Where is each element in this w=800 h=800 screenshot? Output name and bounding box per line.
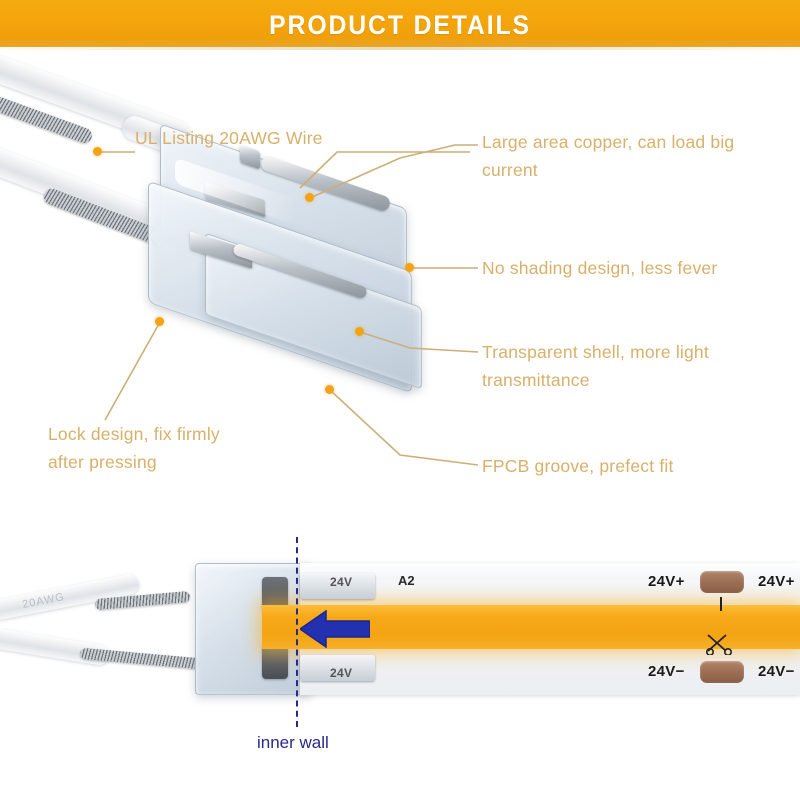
terminal-label-top: 24V <box>330 575 353 589</box>
page-title: PRODUCT DETAILS <box>269 9 531 40</box>
leader-dot-no-shading <box>405 263 414 272</box>
strip-connector-contact-bottom <box>262 643 288 679</box>
strip-connection-photo: 20AWG 24V 24V A2 24V+ 24V+ 24V− 24V− <box>0 525 800 770</box>
voltage-label-positive-right: 24V+ <box>758 573 795 590</box>
callout-ul-listing: UL Listing 20AWG Wire <box>135 128 323 148</box>
leader-dot-copper <box>305 193 314 202</box>
terminal-label-bottom: 24V <box>330 666 353 680</box>
leader-dot-lock-design <box>155 317 164 326</box>
leader-dot-ul-listing <box>93 147 102 156</box>
callout-large-area-copper: Large area copper, can load big current <box>482 132 735 180</box>
strip-terminal-bottom <box>300 655 375 681</box>
strip-wire-lower <box>0 627 111 667</box>
strip-terminal-top <box>300 573 375 599</box>
voltage-label-negative-left: 24V− <box>648 663 685 680</box>
voltage-label-negative-right: 24V− <box>758 663 795 680</box>
callout-lock-design: Lock design, fix firmly after pressing <box>48 424 220 472</box>
strip-wire-lower-braid <box>79 647 201 670</box>
solder-pad-negative <box>700 661 744 683</box>
scissors-icon <box>705 633 736 657</box>
leader-dot-fpcb-groove <box>325 385 334 394</box>
callout-transparent-shell: Transparent shell, more light transmitta… <box>482 342 709 390</box>
cut-mark-line <box>720 597 722 611</box>
callout-no-shading: No shading design, less fever <box>482 258 718 278</box>
leader-dot-transparent <box>355 327 364 336</box>
callout-fpcb-groove: FPCB groove, prefect fit <box>482 456 674 476</box>
product-details-banner: PRODUCT DETAILS <box>0 0 800 50</box>
insertion-arrow-icon <box>298 607 371 651</box>
inner-wall-label: inner wall <box>257 733 329 752</box>
voltage-label-positive-left: 24V+ <box>648 573 685 590</box>
solder-pad-positive <box>700 571 744 593</box>
pcb-code-label: A2 <box>398 573 415 588</box>
inner-wall-dashed-line <box>296 537 298 727</box>
